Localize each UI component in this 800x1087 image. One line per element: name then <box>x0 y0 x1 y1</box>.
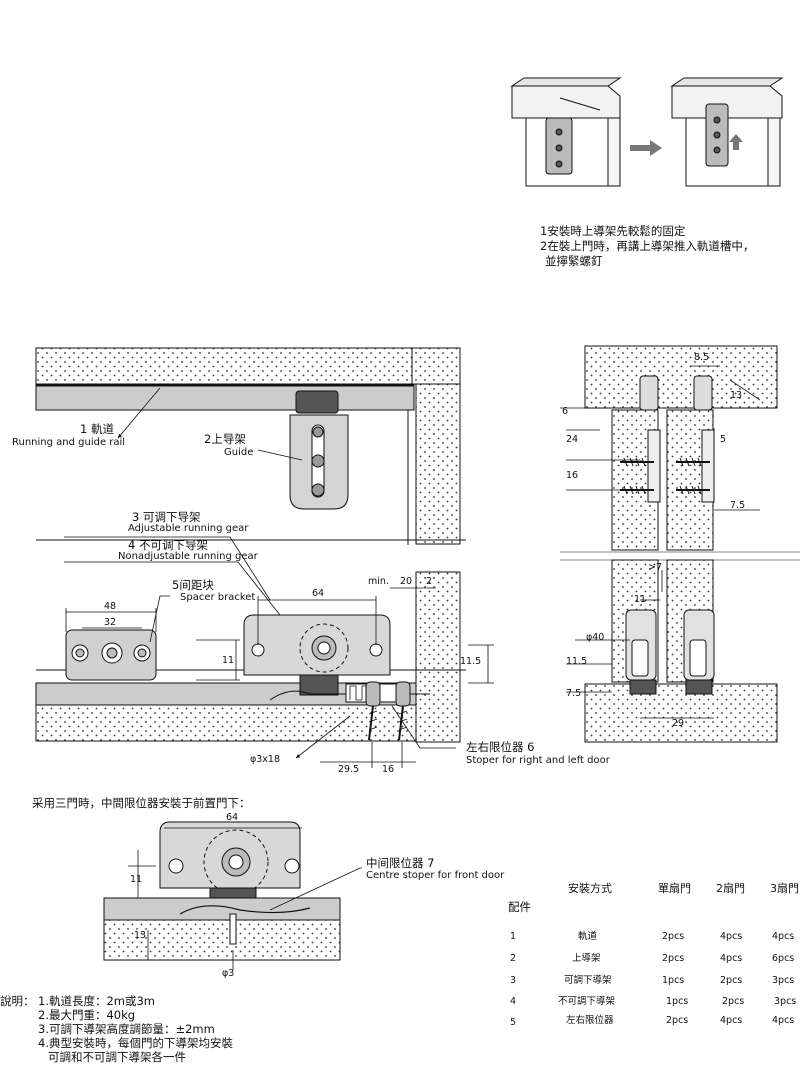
install-note-3: 並擰緊螺釘 <box>545 254 603 268</box>
row3-c3: 3pcs <box>772 975 795 986</box>
note-1: 1.軌道長度：2m或3m <box>38 994 156 1008</box>
row1-c1: 2pcs <box>662 931 685 942</box>
top-rail <box>35 383 415 411</box>
note-3: 3.可調下導架高度調節量：±2mm <box>38 1022 215 1036</box>
row5-c3: 4pcs <box>772 1015 795 1026</box>
parts-header-two: 2扇門 <box>716 882 745 895</box>
install-note-2: 2在裝上門時，再講上導架推入軌道槽中， <box>540 239 755 253</box>
dim-c-64: 64 <box>226 812 239 823</box>
label-adj-en: Adjustable running gear <box>128 523 249 534</box>
label-nonadj-cn: 4 不可调下导架 <box>128 538 208 552</box>
label-centre-cn: 中间限位器 7 <box>366 856 435 870</box>
dim-r-11-5: 11.5 <box>566 656 588 667</box>
dim-r-11: 11 <box>634 594 647 605</box>
row3-name: 可調下導架 <box>564 975 612 986</box>
install-sketch-right <box>670 77 784 187</box>
row4-c1: 1pcs <box>666 996 689 1007</box>
label-centre-en: Centre stoper for front door <box>366 870 505 881</box>
note-4: 4.典型安裝時，每個門的下導架均安裝 <box>38 1036 233 1050</box>
dim-c-phi3: φ3 <box>222 968 235 979</box>
row4-c2: 2pcs <box>722 996 745 1007</box>
row4-name: 不可調下導架 <box>558 996 616 1007</box>
row2-no: 2 <box>510 953 517 964</box>
row4-c3: 3pcs <box>774 996 797 1007</box>
ceiling-block <box>35 347 461 385</box>
dim-r-13: 13 <box>730 390 743 401</box>
dim-2: 2 <box>426 576 433 587</box>
label-nonadj-en: Nonadjustable running gear <box>118 551 258 562</box>
label-rail-cn: 1 軌道 <box>80 422 114 436</box>
dim-48: 48 <box>104 601 117 612</box>
running-gear <box>243 614 430 741</box>
row1-no: 1 <box>510 931 517 942</box>
parts-header-method: 安裝方式 <box>568 882 612 895</box>
install-sketch-left <box>510 77 622 187</box>
label-rail-en: Running and guide rail <box>12 437 126 448</box>
dim-32: 32 <box>104 617 117 628</box>
dim-min: min. <box>368 576 389 587</box>
parts-header-single: 單扇門 <box>658 882 691 895</box>
dim-r-29: 29 <box>672 718 685 729</box>
three-door-note: 采用三門時，中間限位器安裝于前置門下： <box>32 796 251 810</box>
notes-title: 說明： <box>0 994 35 1008</box>
dim-r-16: 16 <box>566 470 579 481</box>
row2-c3: 6pcs <box>772 953 795 964</box>
row5-name: 左右限位器 <box>566 1015 614 1026</box>
spacer-bracket <box>65 629 157 681</box>
dim-r-8-5: 8.5 <box>694 352 710 363</box>
dim-c-13: 13 <box>134 930 147 941</box>
dim-16: 16 <box>382 764 395 775</box>
dim-11-5: 11.5 <box>460 656 482 667</box>
row4-no: 4 <box>510 996 517 1007</box>
dim-64: 64 <box>312 588 325 599</box>
row2-name: 上導架 <box>572 953 601 964</box>
parts-header-three: 3扇門 <box>770 882 799 895</box>
row3-c2: 2pcs <box>720 975 743 986</box>
row3-no: 3 <box>510 975 517 986</box>
floor-block <box>35 704 417 742</box>
dim-20: 20 <box>400 576 413 587</box>
dim-r-gt7: >7 <box>648 562 663 573</box>
centre-stoper-detail <box>103 821 362 970</box>
dim-r-5: 5 <box>720 434 727 445</box>
label-spacer-cn: 5间距块 <box>172 578 214 592</box>
label-stoper-cn: 左右限位器 6 <box>466 740 535 754</box>
note-2: 2.最大門重：40kg <box>38 1008 136 1022</box>
label-stoper-en: Stoper for right and left door <box>466 755 610 766</box>
dim-c-11: 11 <box>130 874 143 885</box>
arrow-icon <box>630 140 662 156</box>
dim-r-7-5: 7.5 <box>730 500 746 511</box>
row1-c2: 4pcs <box>720 931 743 942</box>
parts-table-title: 配件 <box>508 900 531 914</box>
upper-guide <box>289 390 349 510</box>
row1-name: 軌道 <box>578 931 598 942</box>
wall-right <box>415 383 461 743</box>
install-note-1: 1安裝時上導架先較鬆的固定 <box>540 224 686 238</box>
dim-r-24: 24 <box>566 434 579 445</box>
dim-phi3x18: φ3x18 <box>250 754 281 765</box>
row2-c2: 4pcs <box>720 953 743 964</box>
row5-c1: 2pcs <box>666 1015 689 1026</box>
dim-r-phi40: φ40 <box>586 632 605 643</box>
dim-r-6: 6 <box>562 406 569 417</box>
dim-11: 11 <box>222 655 235 666</box>
label-spacer-en: Spacer bracket <box>180 592 256 603</box>
label-guide-cn: 2上导架 <box>204 432 246 446</box>
row1-c3: 4pcs <box>772 931 795 942</box>
row5-no: 5 <box>510 1017 517 1028</box>
label-adj-cn: 3 可调下导架 <box>132 510 201 524</box>
note-5: 可調和不可調下導架各一件 <box>48 1050 186 1064</box>
side-section <box>560 345 800 743</box>
row3-c1: 1pcs <box>662 975 685 986</box>
dim-29-5: 29.5 <box>338 764 360 775</box>
label-guide-en: Guide <box>224 447 254 458</box>
row2-c1: 2pcs <box>662 953 685 964</box>
row5-c2: 4pcs <box>720 1015 743 1026</box>
dim-r-7-5b: 7.5 <box>566 688 582 699</box>
